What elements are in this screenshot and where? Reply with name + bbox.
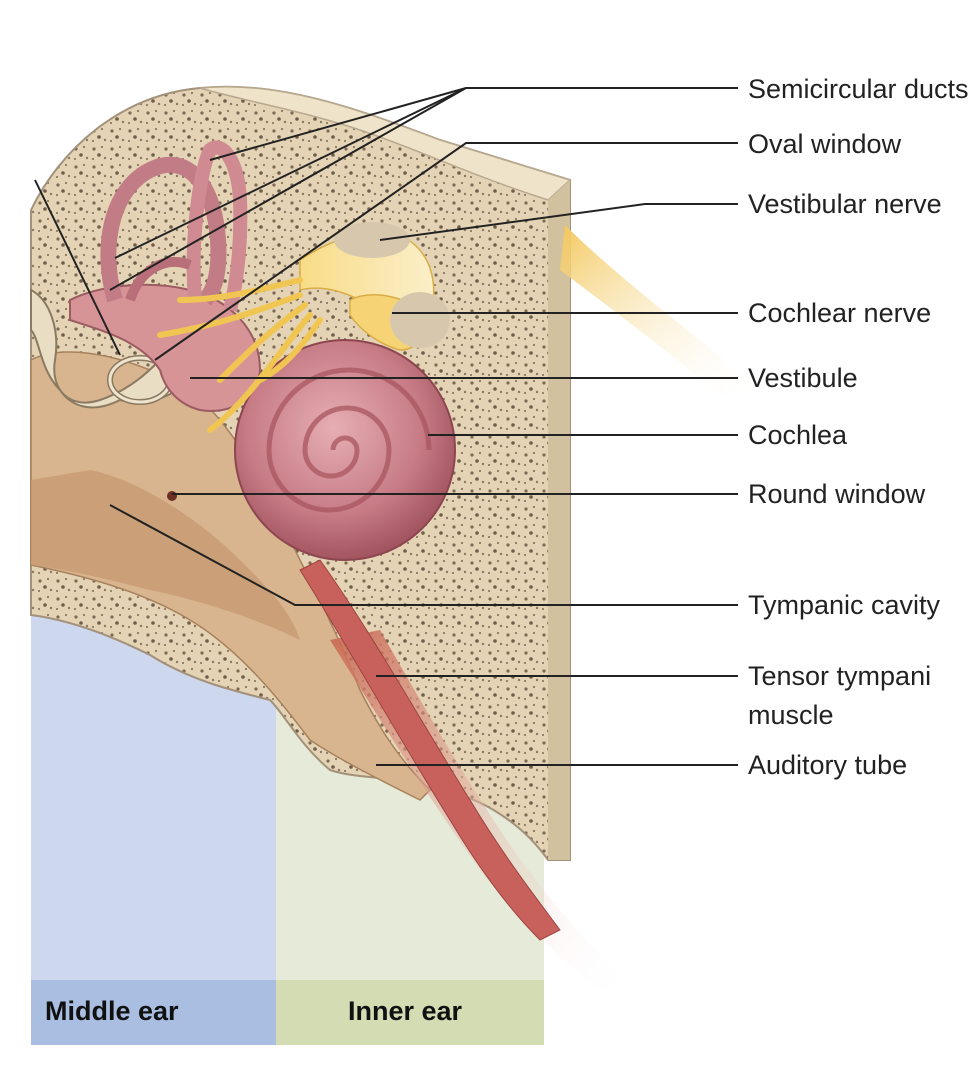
round-window-shape xyxy=(167,491,177,501)
label-round-window: Round window xyxy=(748,479,926,509)
label-semicircular-ducts: Semicircular ducts xyxy=(748,74,969,104)
leader-lines xyxy=(34,87,738,766)
semicircular-duct-lateral xyxy=(125,256,192,302)
bone-side-face xyxy=(548,180,570,860)
label-oval-window: Oval window xyxy=(748,129,902,159)
bone-top-face xyxy=(199,85,572,201)
nerve-branches xyxy=(157,277,323,433)
semicircular-duct-posterior xyxy=(186,140,248,312)
vestibulocochlear-nerve-trunk xyxy=(560,225,760,395)
label-vestibular-nerve: Vestibular nerve xyxy=(748,189,942,219)
tympanic-wall xyxy=(31,470,300,640)
semicircular-duct-anterior xyxy=(100,156,227,306)
tensor-tympani-shape xyxy=(299,559,561,941)
label-cochlea: Cochlea xyxy=(748,420,848,450)
label-tensor-tympani-line1: Tensor tympani xyxy=(748,661,932,691)
middle-ear-band xyxy=(31,980,276,1045)
inner-ear-band xyxy=(276,980,544,1045)
label-cochlear-nerve: Cochlear nerve xyxy=(748,298,932,328)
label-auditory-tube: Auditory tube xyxy=(748,750,908,780)
bone-canal-upper xyxy=(334,222,410,258)
label-tensor-tympani-line2: muscle xyxy=(748,700,834,730)
label-vestibule: Vestibule xyxy=(748,363,858,393)
label-tympanic-cavity: Tympanic cavity xyxy=(748,590,941,620)
cochlea-spiral xyxy=(266,367,432,513)
bone-canal-lower xyxy=(390,292,450,348)
region-label-middle-ear: Middle ear xyxy=(45,996,179,1026)
region-label-inner-ear: Inner ear xyxy=(348,996,463,1026)
